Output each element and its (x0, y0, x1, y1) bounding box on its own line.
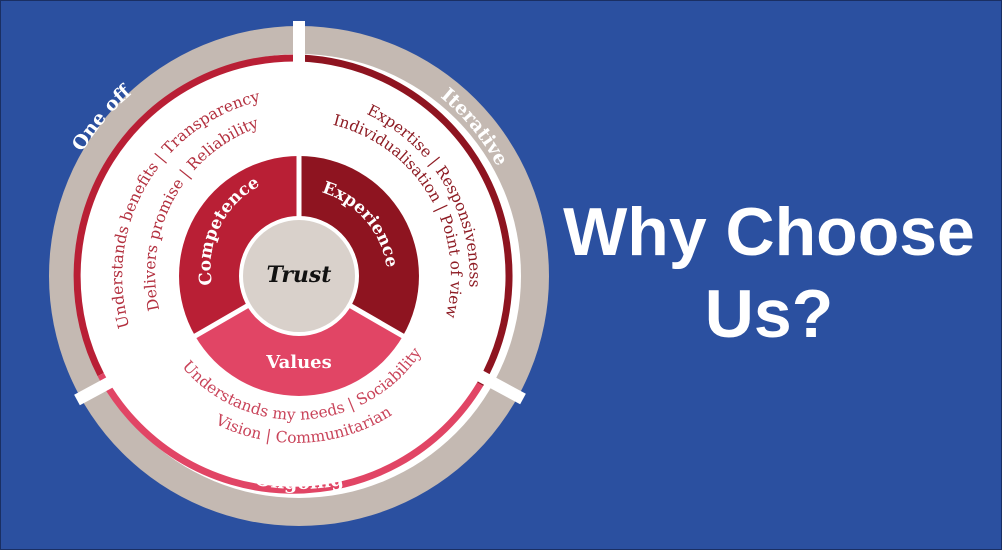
competence-arc (73, 54, 300, 377)
trust-diagram: Trust Competence Experience Values Under… (49, 21, 549, 526)
experience-arc (298, 54, 513, 386)
center-label: Trust (267, 262, 332, 288)
trust-center (239, 216, 359, 336)
segment-label-values: Values (265, 352, 332, 373)
ring-divider-left (74, 367, 130, 406)
ring-divider-right (470, 366, 526, 405)
values-arc (97, 372, 484, 494)
outer-label-ongoing: Ongoing (253, 468, 345, 494)
headline-line-1: Why Choose (563, 194, 975, 270)
headline-line-2: Us? (704, 276, 834, 352)
headline: Why Choose Us? (549, 191, 989, 355)
svg-text:Ongoing: Ongoing (253, 468, 345, 494)
